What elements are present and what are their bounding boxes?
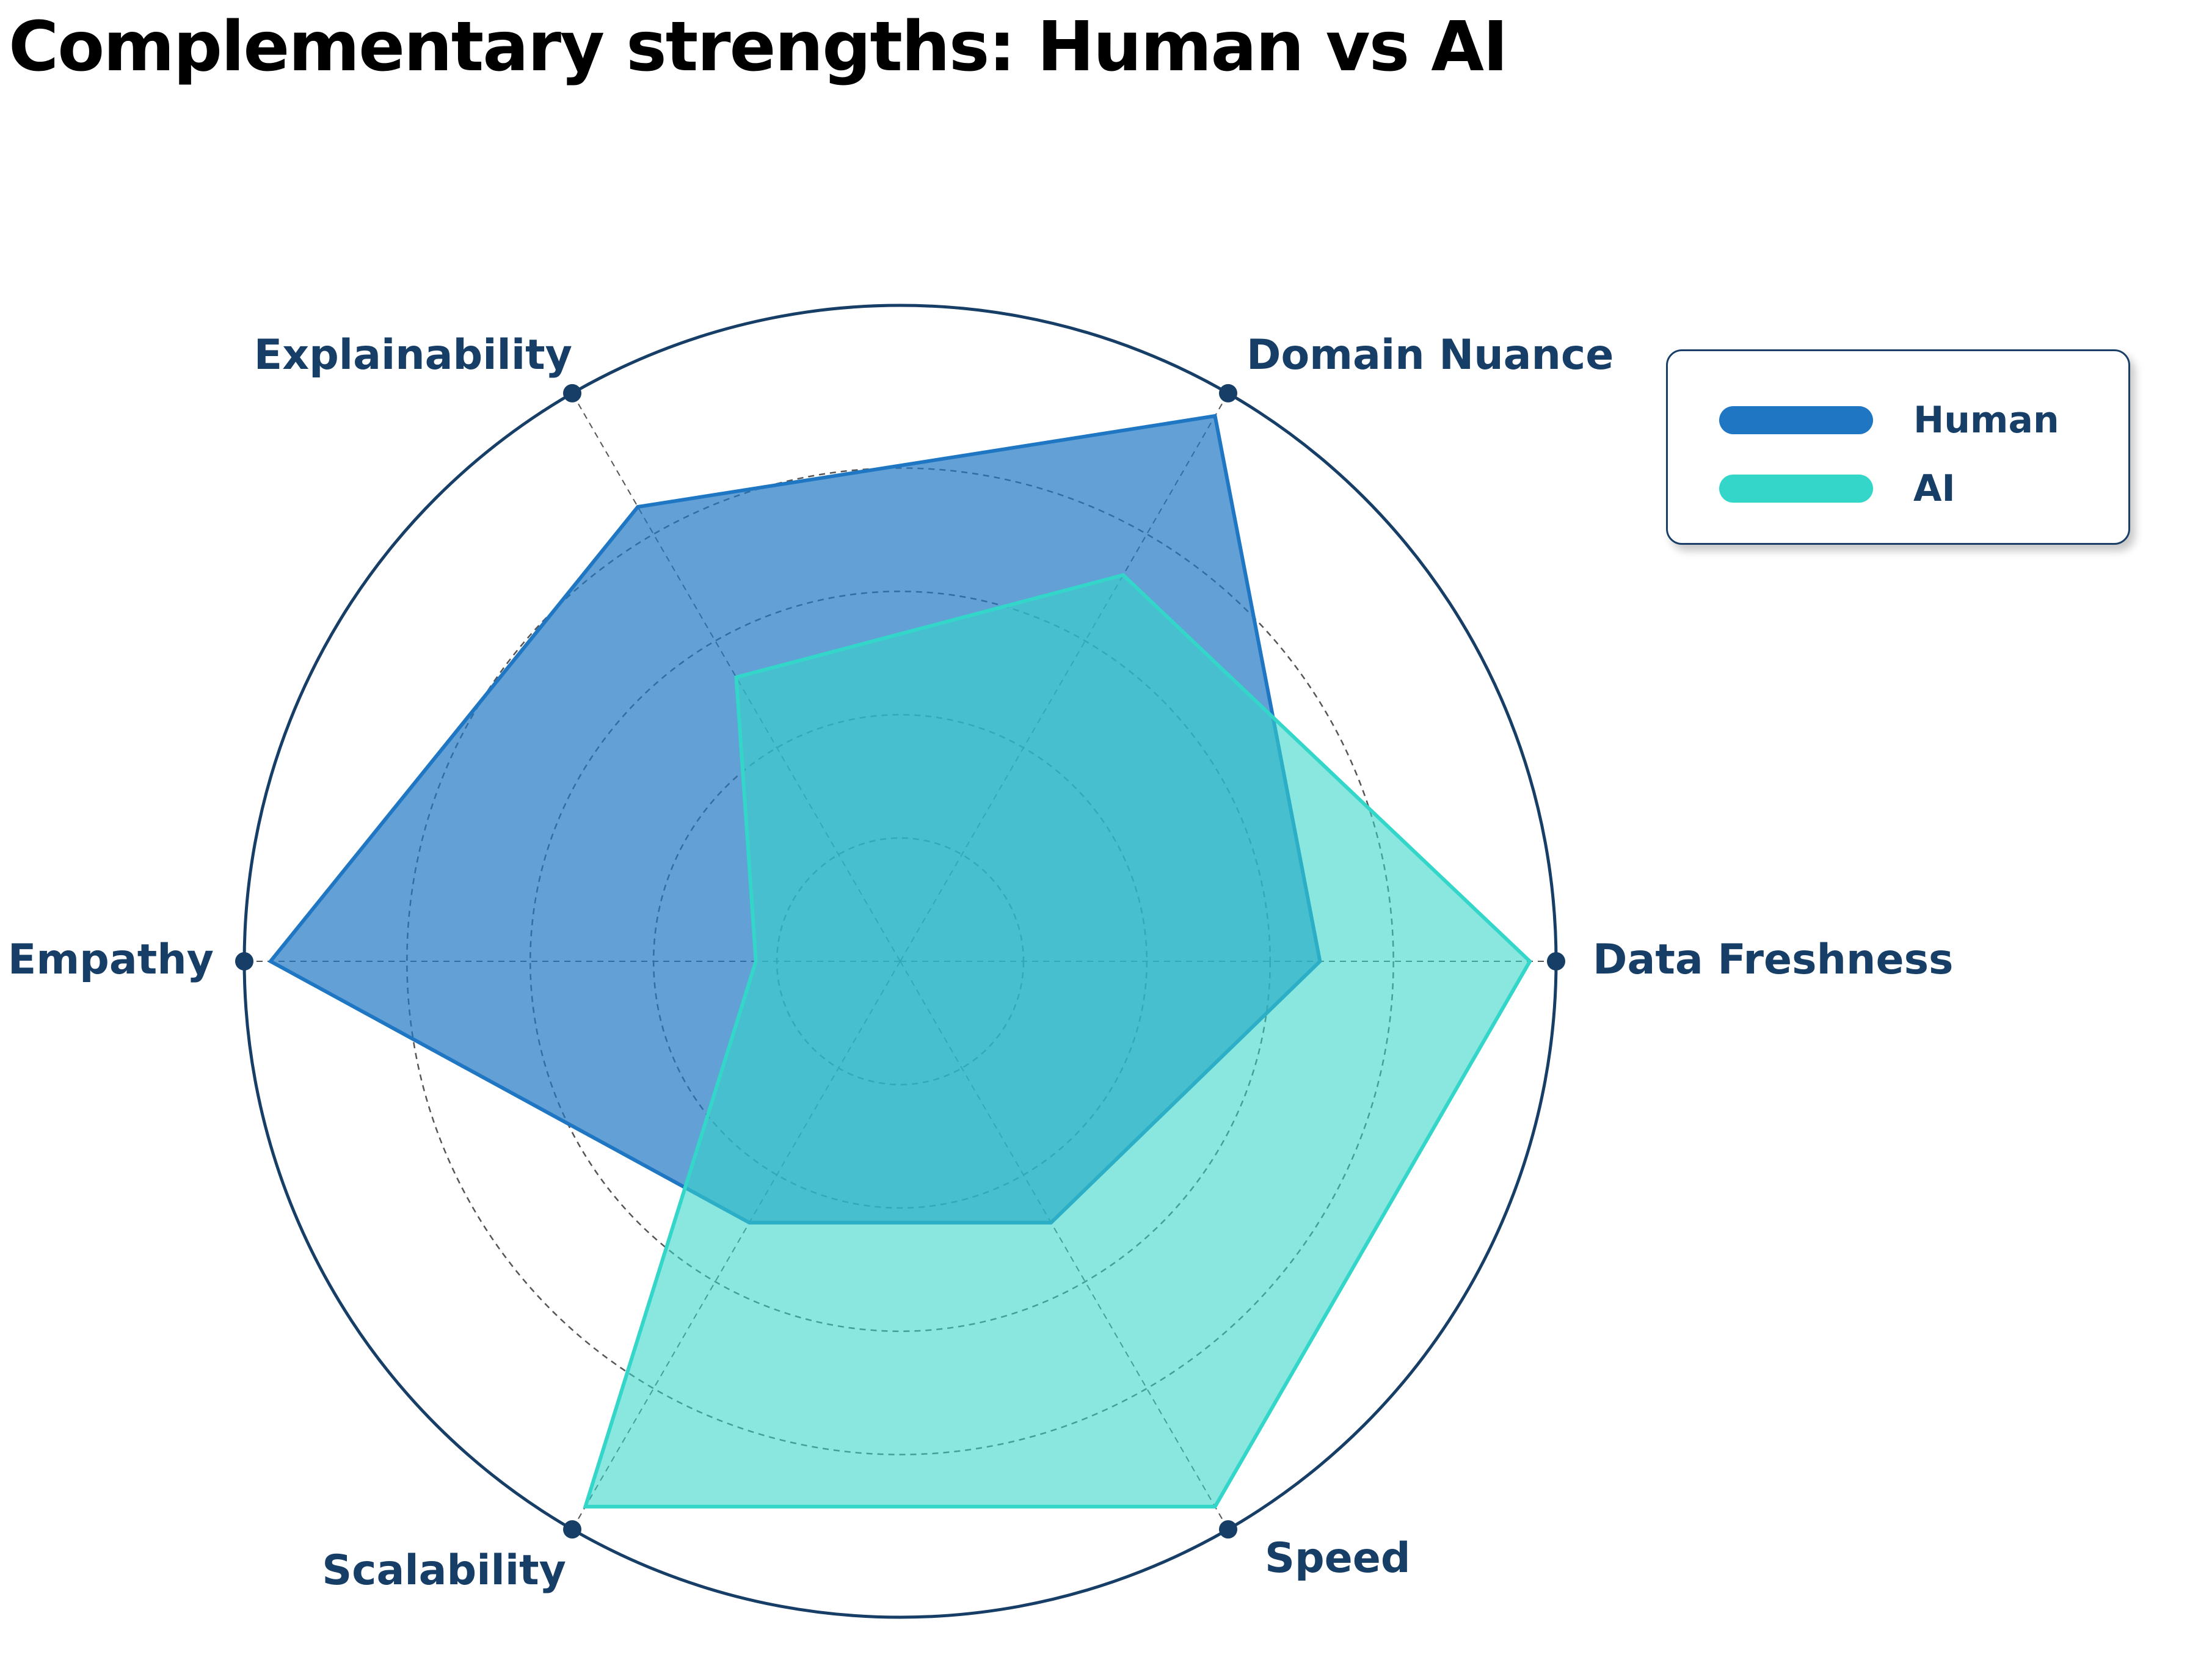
axis-marker-speed (1219, 1520, 1237, 1539)
axis-label-data-freshness: Data Freshness (1593, 936, 1954, 984)
legend-label-ai: AI (1913, 467, 1956, 510)
axis-marker-explainability (563, 384, 581, 402)
legend-swatch-human (1719, 406, 1873, 434)
legend-label-human: Human (1913, 399, 2059, 442)
axis-label-explainability: Explainability (254, 331, 572, 379)
legend-item-human[interactable]: Human (1719, 399, 2059, 442)
series-layer (267, 413, 1532, 1509)
axis-label-speed: Speed (1265, 1534, 1411, 1582)
legend: Human AI (1666, 349, 2130, 545)
axis-marker-data-freshness (1547, 952, 1565, 970)
axis-label-empathy: Empathy (8, 936, 214, 984)
axis-label-domain-nuance: Domain Nuance (1246, 331, 1614, 379)
legend-item-ai[interactable]: AI (1719, 467, 1956, 510)
series-polygon-ai[interactable] (583, 573, 1532, 1509)
chart-title: Complementary strengths: Human vs AI (9, 7, 1508, 87)
axis-marker-scalability (563, 1520, 581, 1539)
legend-swatch-ai (1719, 475, 1873, 503)
axis-marker-empathy (235, 952, 253, 970)
axis-marker-domain-nuance (1219, 384, 1237, 402)
axis-label-scalability: Scalability (322, 1546, 566, 1595)
